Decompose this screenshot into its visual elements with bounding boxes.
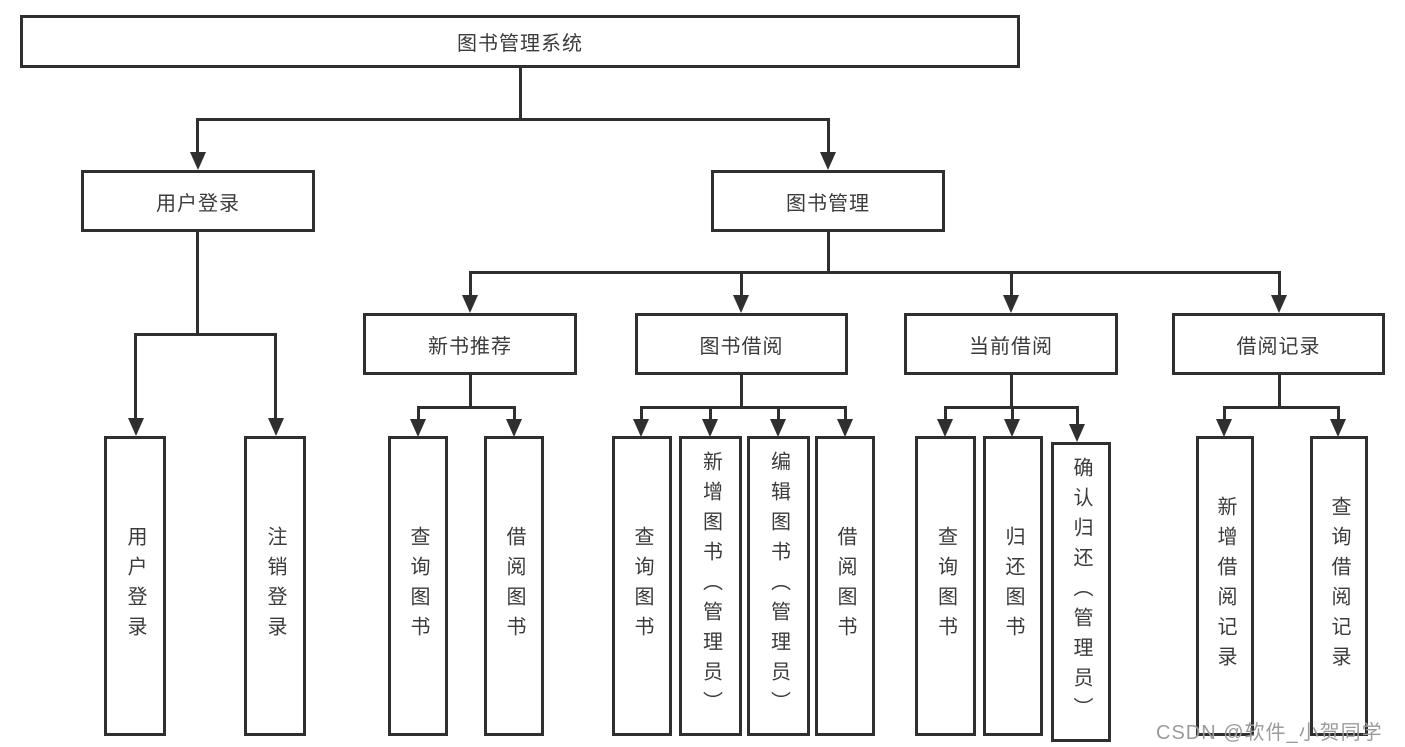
connector-line	[1278, 271, 1281, 297]
arrow-down-icon	[837, 419, 853, 437]
connector-line	[1076, 406, 1079, 426]
arrow-down-icon	[702, 419, 718, 437]
connector-line	[469, 375, 472, 408]
connector-line	[1011, 406, 1014, 422]
arrow-down-icon	[770, 419, 786, 437]
arrow-down-icon	[733, 295, 749, 313]
connector-line	[1223, 406, 1340, 409]
arrow-down-icon	[190, 152, 206, 170]
node-label: 查询图书	[631, 526, 653, 646]
connector-line	[1278, 375, 1281, 408]
csdn-watermark: CSDN @软件_小贺同学	[1156, 722, 1383, 744]
leaf-confirm-return-admin: 确认归还（管理员）	[1051, 442, 1111, 742]
connector-line	[274, 333, 277, 421]
connector-line	[196, 232, 199, 336]
node-current-borrowing: 当前借阅	[904, 313, 1118, 375]
node-label: 用户登录	[156, 192, 240, 215]
arrow-down-icon	[1271, 295, 1287, 313]
node-label: 新书推荐	[428, 335, 512, 358]
leaf-query-books-recommend: 查询图书	[388, 436, 448, 736]
node-new-book-recommend: 新书推荐	[363, 313, 577, 375]
arrow-down-icon	[268, 418, 284, 436]
connector-line	[1337, 406, 1340, 422]
connector-line	[709, 406, 712, 422]
node-label: 借阅图书	[834, 526, 856, 646]
arrow-down-icon	[128, 418, 144, 436]
node-book-management: 图书管理	[711, 170, 945, 232]
connector-line	[827, 118, 830, 156]
connector-line	[417, 406, 420, 422]
leaf-add-borrow-record: 新增借阅记录	[1196, 436, 1254, 736]
arrow-down-icon	[462, 295, 478, 313]
node-label: 查询借阅记录	[1328, 496, 1350, 676]
node-label: 注销登录	[264, 526, 286, 646]
arrow-down-icon	[1069, 424, 1085, 442]
node-borrowing-records: 借阅记录	[1172, 313, 1385, 375]
arrow-down-icon	[820, 152, 836, 170]
leaf-borrow-books: 借阅图书	[815, 436, 875, 736]
connector-line	[740, 375, 743, 408]
arrow-down-icon	[633, 419, 649, 437]
node-library-system: 图书管理系统	[20, 15, 1020, 68]
leaf-logout: 注销登录	[244, 436, 306, 736]
leaf-return-books: 归还图书	[983, 436, 1043, 736]
arrow-down-icon	[506, 419, 522, 437]
leaf-query-borrow-record: 查询借阅记录	[1310, 436, 1368, 736]
node-label: 图书管理	[786, 192, 870, 215]
node-user-login: 用户登录	[81, 170, 315, 232]
connector-line	[827, 232, 830, 273]
node-label: 确认归还（管理员）	[1070, 457, 1092, 727]
arrow-down-icon	[1003, 295, 1019, 313]
arrow-down-icon	[1004, 419, 1020, 437]
arrow-down-icon	[937, 419, 953, 437]
node-label: 新增借阅记录	[1214, 496, 1236, 676]
connector-line	[417, 406, 516, 409]
connector-line	[844, 406, 847, 422]
arrow-down-icon	[1216, 419, 1232, 437]
leaf-user-login: 用户登录	[104, 436, 166, 736]
leaf-add-books-admin: 新增图书（管理员）	[679, 436, 742, 736]
leaf-edit-books-admin: 编辑图书（管理员）	[747, 436, 810, 736]
node-label: 借阅图书	[503, 526, 525, 646]
connector-line	[134, 333, 137, 421]
connector-line	[777, 406, 780, 422]
connector-line	[134, 333, 277, 336]
connector-line	[1010, 375, 1013, 408]
connector-line	[519, 68, 522, 120]
connector-line	[1010, 271, 1013, 297]
connector-line	[1223, 406, 1226, 422]
node-label: 借阅记录	[1236, 335, 1321, 358]
arrow-down-icon	[1330, 419, 1346, 437]
connector-line	[196, 118, 199, 156]
node-label: 当前借阅	[969, 335, 1053, 358]
node-label: 编辑图书（管理员）	[767, 451, 790, 721]
connector-line	[513, 406, 516, 422]
connector-line	[944, 406, 947, 422]
leaf-borrow-books-recommend: 借阅图书	[484, 436, 544, 736]
node-label: 新增图书（管理员）	[699, 451, 722, 721]
node-label: 图书管理系统	[457, 33, 583, 55]
node-label: 查询图书	[407, 526, 429, 646]
arrow-down-icon	[410, 419, 426, 437]
node-label: 归还图书	[1002, 526, 1024, 646]
connector-line	[640, 406, 643, 422]
node-label: 用户登录	[124, 526, 146, 646]
connector-line	[740, 271, 743, 297]
connector-line	[640, 406, 847, 409]
connector-line	[469, 271, 1281, 274]
leaf-query-books-current: 查询图书	[915, 436, 976, 736]
connector-line	[469, 271, 472, 297]
node-label: 图书借阅	[699, 335, 784, 358]
leaf-query-books-borrowing: 查询图书	[612, 436, 672, 736]
node-book-borrowing: 图书借阅	[635, 313, 848, 375]
connector-line	[196, 118, 830, 121]
node-label: 查询图书	[934, 526, 957, 646]
